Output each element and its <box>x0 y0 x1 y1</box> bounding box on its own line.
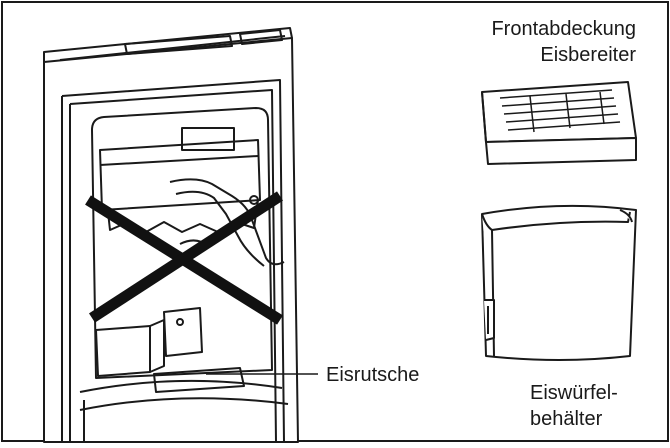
front-cover-illustration <box>481 81 637 165</box>
ice-bin-label-line1: Eiswürfel- <box>530 382 618 404</box>
ice-chute-label: Eisrutsche <box>326 364 420 386</box>
front-cover-label: Frontabdeckung Eisbereiter <box>420 16 636 68</box>
fridge-door <box>43 27 299 443</box>
prohibition-cross <box>85 191 283 325</box>
front-cover-label-line2: Eisbereiter <box>540 44 636 66</box>
ice-bin-illustration <box>481 204 637 361</box>
ice-bin-label: Eiswürfel- behälter <box>530 380 618 432</box>
front-cover-label-line1: Frontabdeckung <box>491 18 636 40</box>
ice-bin-label-line2: behälter <box>530 408 603 430</box>
